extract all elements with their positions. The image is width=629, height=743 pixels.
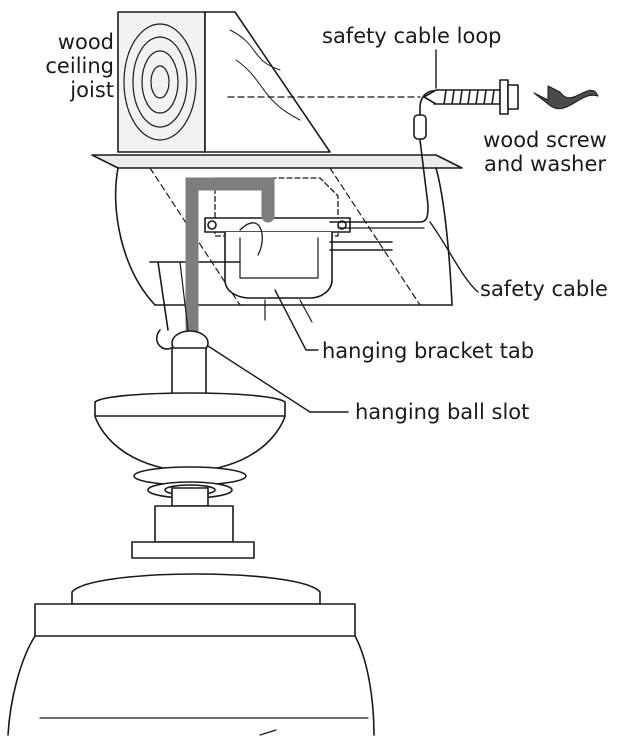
wood-screw xyxy=(423,79,519,115)
fan-motor-housing xyxy=(7,505,375,736)
label-safety-cable-loop: safety cable loop xyxy=(322,24,502,48)
leader-lines xyxy=(207,49,479,413)
label-wood-ceiling-joist: wood ceiling joist xyxy=(45,30,114,102)
label-hanging-bracket-tab: hanging bracket tab xyxy=(322,339,535,363)
mounting-bracket xyxy=(149,217,393,323)
label-hanging-ball-slot: hanging ball slot xyxy=(355,400,530,424)
curved-arrow-icon xyxy=(533,85,599,110)
downrod-assembly xyxy=(157,261,209,397)
outlet-box xyxy=(214,177,339,237)
wood-ceiling-joist xyxy=(117,11,331,153)
label-wood-screw-and-washer: wood screw and washer xyxy=(483,128,607,176)
canopy xyxy=(94,392,286,486)
hanging-bracket-highlight xyxy=(185,177,275,347)
label-safety-cable: safety cable xyxy=(480,277,608,301)
coupling-ring xyxy=(147,481,233,507)
